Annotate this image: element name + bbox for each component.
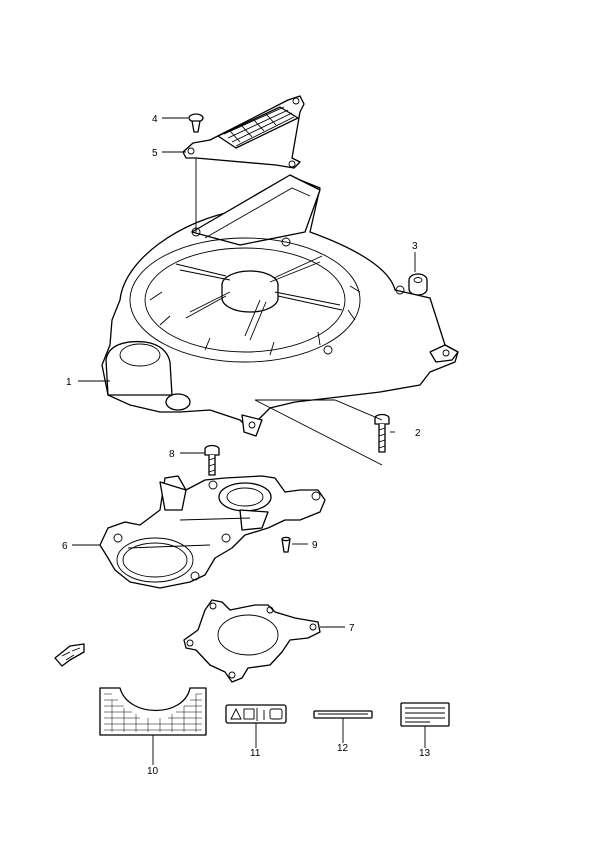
part-3-grommet[interactable] <box>408 273 428 296</box>
callout-9: 9 <box>312 540 318 551</box>
leader-lines <box>72 117 426 765</box>
part-6-bracket[interactable] <box>99 475 326 589</box>
callout-3: 3 <box>412 241 418 252</box>
part-12-label[interactable] <box>313 710 373 719</box>
callout-8: 8 <box>169 449 175 460</box>
callout-1: 1 <box>66 377 72 388</box>
callout-12: 12 <box>337 743 349 754</box>
part-8-bolt[interactable] <box>204 444 220 476</box>
callout-7: 7 <box>349 623 355 634</box>
part-13-label[interactable] <box>400 702 450 727</box>
part-1-flywheel-cover[interactable] <box>101 174 459 437</box>
callout-11: 11 <box>250 748 261 759</box>
part-7-gasket[interactable] <box>183 599 321 683</box>
callout-10: 10 <box>147 766 159 777</box>
callout-numbers: 1 2 3 4 5 6 7 8 9 10 11 12 13 <box>62 114 431 777</box>
part-5-plate[interactable] <box>182 95 305 169</box>
part-10-label[interactable] <box>99 687 207 736</box>
callout-4: 4 <box>152 114 158 125</box>
part-4-screw[interactable] <box>188 113 204 133</box>
callout-13: 13 <box>419 748 431 759</box>
callout-5: 5 <box>152 148 158 159</box>
part-9-pin[interactable] <box>281 536 291 553</box>
part-11-label[interactable] <box>225 704 287 724</box>
front-arrow-icon <box>54 643 85 667</box>
callout-2: 2 <box>415 428 421 439</box>
callout-6: 6 <box>62 541 68 552</box>
part-2-bolt[interactable] <box>374 413 390 453</box>
